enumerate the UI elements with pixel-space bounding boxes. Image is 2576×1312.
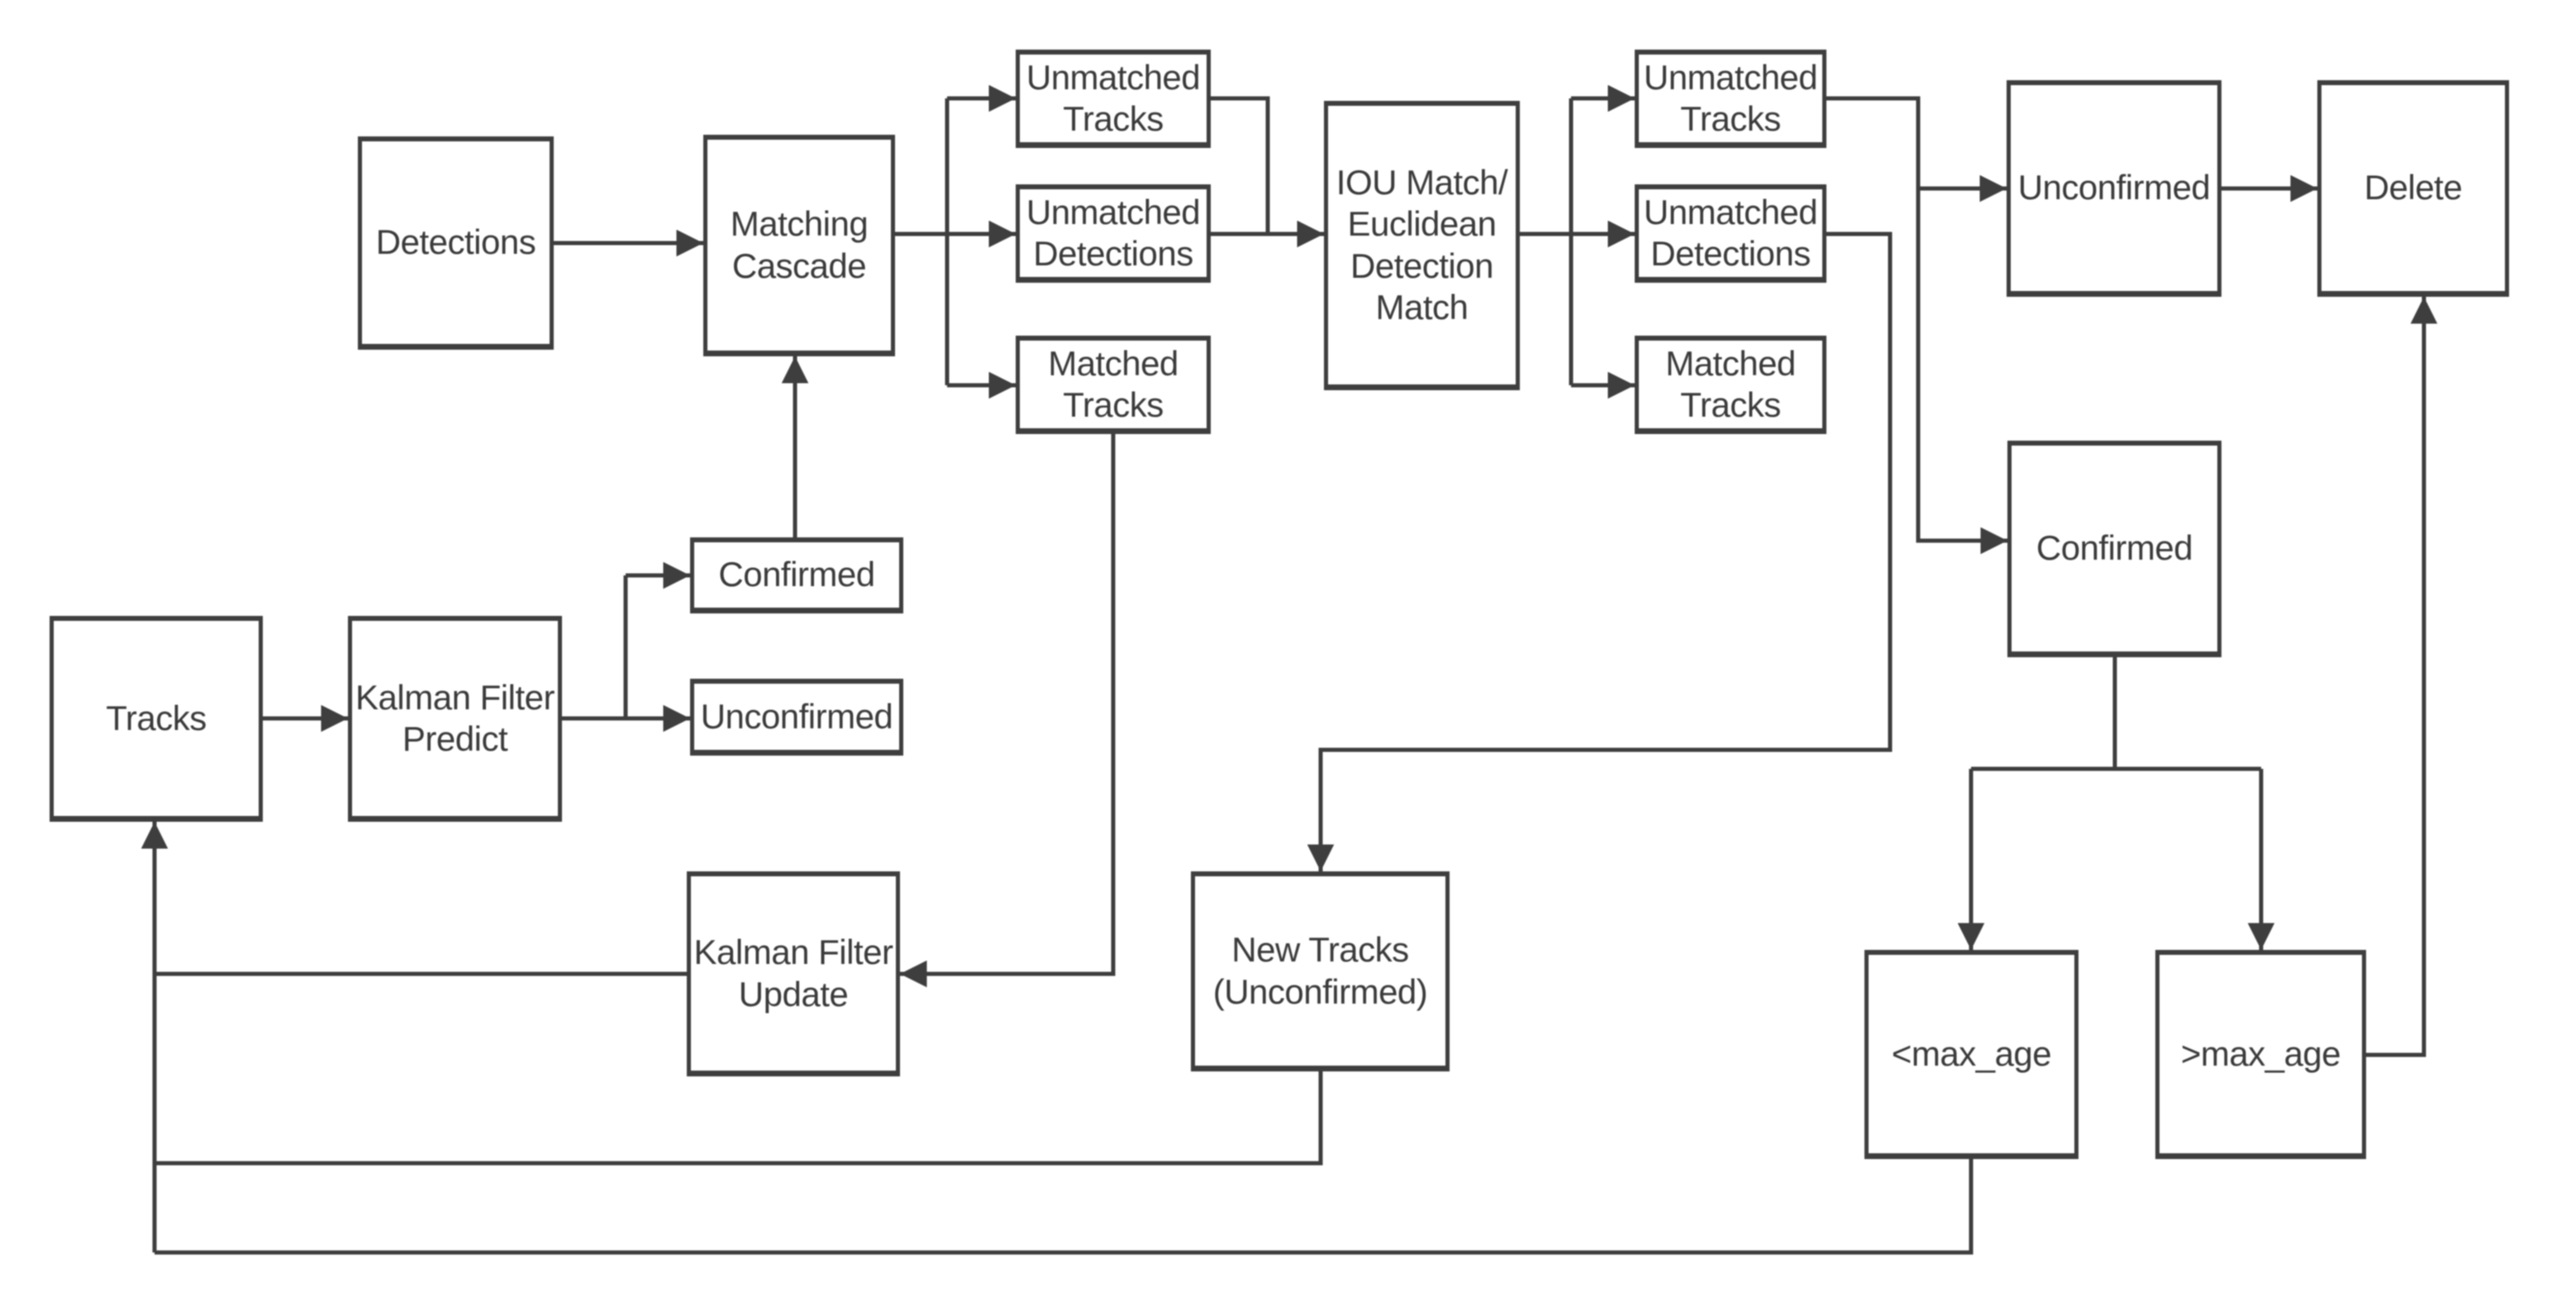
node-gt-max-age: >max_age <box>2155 950 2366 1159</box>
node-delete: Delete <box>2317 80 2509 297</box>
node-tracks-label: Tracks <box>106 698 207 737</box>
node-matched-tracks-iou: Matched Tracks <box>1635 336 1826 434</box>
node-gt-max-age-label: >max_age <box>2180 1033 2341 1073</box>
node-matched-tracks-cascade: Matched Tracks <box>1016 336 1211 434</box>
node-detections-label: Detections <box>375 222 536 262</box>
node-unmatched-tracks-cascade: Unmatched Tracks <box>1016 50 1211 148</box>
node-confirmed-state: Confirmed <box>2007 441 2221 657</box>
node-kalman-filter-update: Kalman Filter Update <box>687 871 900 1076</box>
node-tracks: Tracks <box>50 616 263 822</box>
node-confirmed-track: Confirmed <box>690 537 903 613</box>
node-matching-cascade: Matching Cascade <box>703 135 895 356</box>
node-unmatched-detections-iou: Unmatched Detections <box>1635 184 1826 283</box>
node-unmatched-detections-cascade-label: Unmatched Detections <box>1026 192 1201 273</box>
node-kalman-filter-predict-label: Kalman Filter Predict <box>355 677 555 758</box>
node-unmatched-tracks-iou: Unmatched Tracks <box>1635 50 1826 148</box>
node-kalman-filter-update-label: Kalman Filter Update <box>693 933 893 1014</box>
node-unmatched-detections-iou-label: Unmatched Detections <box>1643 192 1818 273</box>
edge-gt-max-age-to-delete <box>2366 297 2438 1057</box>
node-unconfirmed-state: Unconfirmed <box>2007 80 2221 297</box>
node-new-tracks: New Tracks (Unconfirmed) <box>1191 871 1450 1071</box>
node-unconfirmed-track-label: Unconfirmed <box>700 696 893 736</box>
edge-lt-max-age-feedback <box>155 1159 1974 1255</box>
edge-matched-tracks1-to-kf-update <box>900 434 1116 988</box>
edge-unmatched-tracks2-to-confirmed <box>1826 96 2007 555</box>
node-iou-match-label: IOU Match/ Euclidean Detection Match <box>1336 162 1508 327</box>
node-unconfirmed-state-label: Unconfirmed <box>2017 168 2211 208</box>
node-confirmed-track-label: Confirmed <box>718 555 875 594</box>
edge-new-tracks-feedback <box>155 1071 1323 1166</box>
node-new-tracks-label: New Tracks (Unconfirmed) <box>1212 930 1428 1011</box>
node-delete-label: Delete <box>2364 168 2463 208</box>
node-matching-cascade-label: Matching Cascade <box>730 204 869 285</box>
node-confirmed-state-label: Confirmed <box>2036 528 2193 568</box>
edge-unmatched-detections2-to-new-tracks <box>1307 231 1893 871</box>
node-detections: Detections <box>358 136 554 350</box>
node-unmatched-detections-cascade: Unmatched Detections <box>1016 184 1211 283</box>
edge-unmatched-tracks1-merge <box>1211 96 1270 234</box>
node-lt-max-age-label: <max_age <box>1891 1033 2052 1073</box>
node-kalman-filter-predict: Kalman Filter Predict <box>348 616 562 822</box>
node-unmatched-tracks-iou-label: Unmatched Tracks <box>1643 57 1818 138</box>
node-iou-match: IOU Match/ Euclidean Detection Match <box>1324 101 1520 390</box>
node-lt-max-age: <max_age <box>1864 950 2078 1159</box>
node-matched-tracks-cascade-label: Matched Tracks <box>1048 343 1178 424</box>
node-matched-tracks-iou-label: Matched Tracks <box>1665 343 1796 424</box>
node-unconfirmed-track: Unconfirmed <box>690 679 903 756</box>
node-unmatched-tracks-cascade-label: Unmatched Tracks <box>1026 57 1201 138</box>
